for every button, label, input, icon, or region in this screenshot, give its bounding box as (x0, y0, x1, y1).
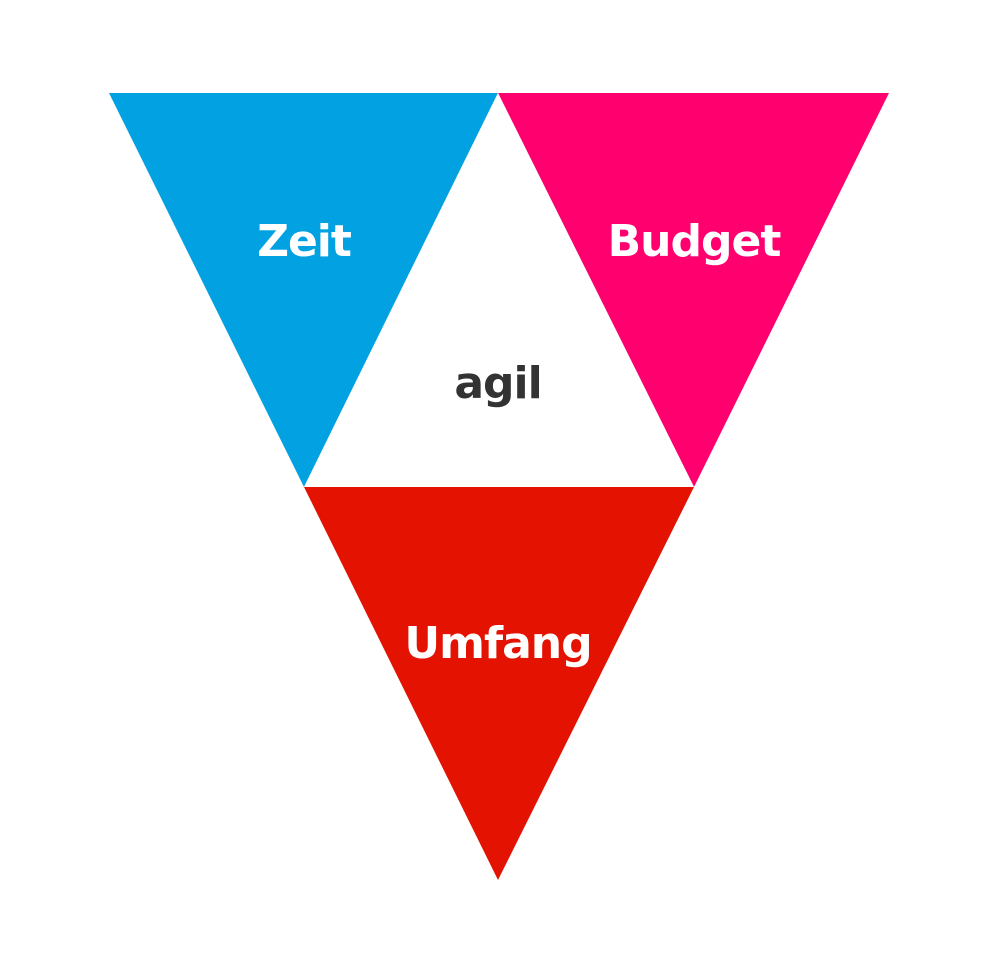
budget-label: Budget (608, 216, 782, 267)
scope-triangle (304, 487, 694, 880)
center-triangle (304, 93, 694, 487)
scope-label: Umfang (404, 618, 591, 669)
time-label: Zeit (257, 216, 352, 267)
budget-triangle (498, 93, 889, 487)
time-triangle (109, 93, 498, 487)
center-label: agil (454, 358, 541, 409)
